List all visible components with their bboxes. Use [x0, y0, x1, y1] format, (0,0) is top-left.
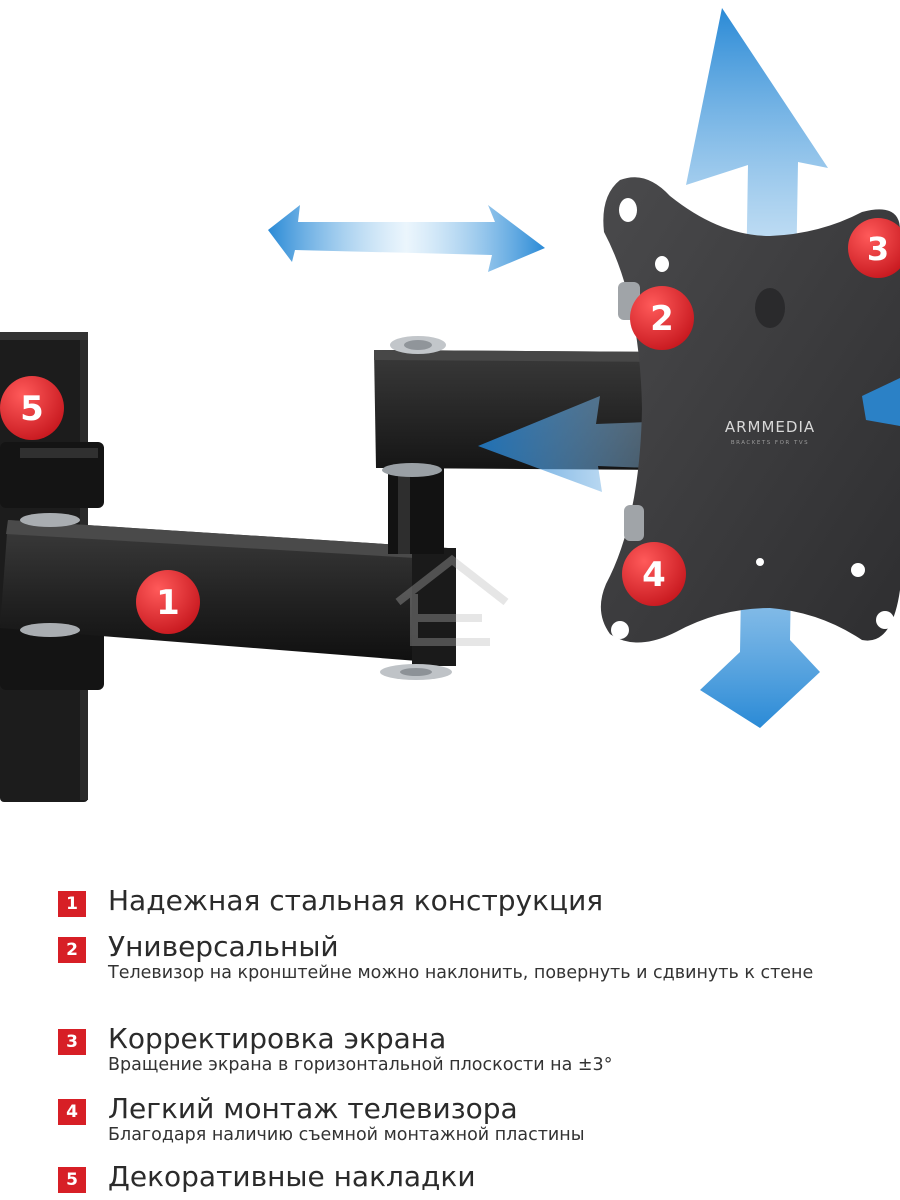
feature-title: Легкий монтаж телевизора [108, 1092, 518, 1125]
svg-text:5: 5 [20, 389, 44, 429]
feature-title: Надежная стальная конструкция [108, 884, 604, 917]
brand-logo: ARMMEDIA [725, 418, 815, 436]
feature-description: Телевизор на кронштейне можно наклонить,… [108, 963, 814, 983]
svg-text:3: 3 [867, 230, 889, 268]
svg-text:4: 4 [642, 555, 666, 595]
watermark-icon [395, 554, 509, 646]
feature-number-badge: 4 [58, 1099, 86, 1125]
decorative-cap [0, 442, 104, 690]
joint-post [388, 462, 444, 554]
marker-2: 2 [630, 286, 694, 350]
feature-number-badge: 1 [58, 891, 86, 917]
feature-number-badge: 2 [58, 937, 86, 963]
arrow-right-partial [862, 378, 900, 426]
arrow-left [478, 396, 702, 492]
marker-3: 3 [848, 218, 900, 278]
svg-text:1: 1 [156, 583, 180, 623]
marker-5: 5 [0, 376, 64, 440]
double-arrow-horizontal [268, 205, 545, 272]
marker-1: 1 [136, 570, 200, 634]
feature-number-badge: 5 [58, 1167, 86, 1193]
feature-description: Вращение экрана в горизонтальной плоскос… [108, 1055, 613, 1075]
feature-number-badge: 3 [58, 1029, 86, 1055]
feature-description: Благодаря наличию съемной монтажной плас… [108, 1125, 585, 1145]
feature-title: Декоративные накладки [108, 1160, 476, 1193]
feature-title: Универсальный [108, 930, 339, 963]
svg-text:2: 2 [650, 299, 674, 339]
product-photo: ARMMEDIA BRACKETS FOR TVS 1 2 3 4 5 [0, 8, 900, 802]
marker-4: 4 [622, 542, 686, 606]
bracket-arm-lower [0, 513, 456, 680]
brand-tagline: BRACKETS FOR TVS [731, 440, 809, 446]
feature-title: Корректировка экрана [108, 1022, 447, 1055]
